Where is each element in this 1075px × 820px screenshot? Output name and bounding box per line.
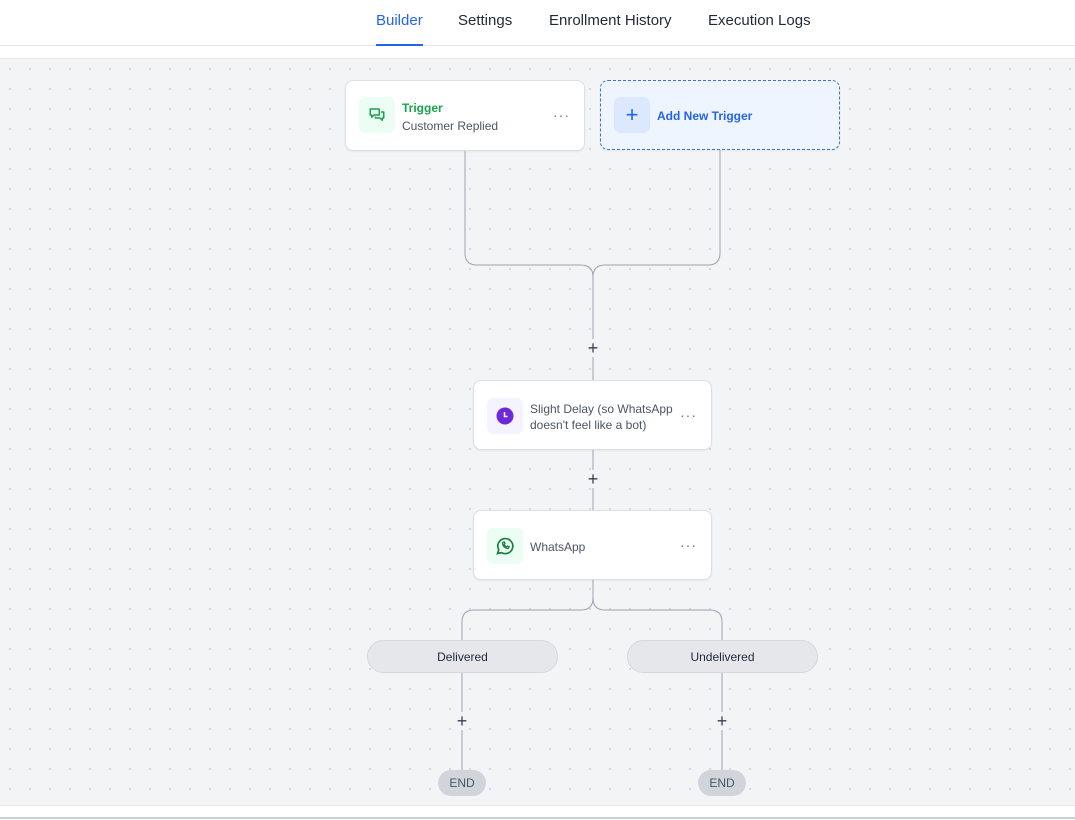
- step-label: WhatsApp: [530, 540, 586, 554]
- connector-trigger: [464, 150, 594, 278]
- chat-bubbles-icon: [359, 97, 395, 133]
- trigger-card[interactable]: Trigger Customer Replied ···: [345, 80, 585, 151]
- branch-undelivered[interactable]: Undelivered: [627, 640, 818, 673]
- divider: [0, 817, 1075, 819]
- tab-settings[interactable]: Settings: [458, 12, 513, 29]
- more-options-icon[interactable]: ···: [680, 407, 697, 423]
- trigger-title: Trigger: [402, 101, 443, 115]
- tab-enrollment-history[interactable]: Enrollment History: [549, 12, 672, 29]
- plus-icon: +: [614, 97, 650, 133]
- tab-bar: Builder Settings Enrollment History Exec…: [0, 0, 1075, 46]
- whatsapp-icon: [487, 528, 523, 564]
- add-step-button[interactable]: +: [587, 338, 599, 358]
- add-new-trigger-button[interactable]: + Add New Trigger: [600, 80, 840, 150]
- tab-execution-logs[interactable]: Execution Logs: [708, 12, 811, 29]
- branch-delivered[interactable]: Delivered: [367, 640, 558, 673]
- end-node: END: [438, 770, 486, 796]
- trigger-subtitle: Customer Replied: [402, 119, 499, 133]
- step-card-whatsapp[interactable]: WhatsApp ···: [473, 510, 712, 580]
- end-node: END: [698, 770, 746, 796]
- add-step-button[interactable]: +: [716, 711, 728, 731]
- add-step-button[interactable]: +: [456, 711, 468, 731]
- step-card-delay[interactable]: Slight Delay (so WhatsApp doesn't feel l…: [473, 380, 712, 450]
- add-step-button[interactable]: +: [587, 469, 599, 489]
- step-label: Slight Delay (so WhatsApp doesn't feel l…: [530, 402, 673, 432]
- add-trigger-label: Add New Trigger: [657, 109, 753, 123]
- tab-builder[interactable]: Builder: [376, 12, 423, 46]
- connector-add-trigger: [592, 150, 721, 278]
- more-options-icon[interactable]: ···: [553, 107, 570, 123]
- more-options-icon[interactable]: ···: [680, 537, 697, 553]
- clock-icon: [487, 398, 523, 434]
- connector-branches: [461, 579, 723, 640]
